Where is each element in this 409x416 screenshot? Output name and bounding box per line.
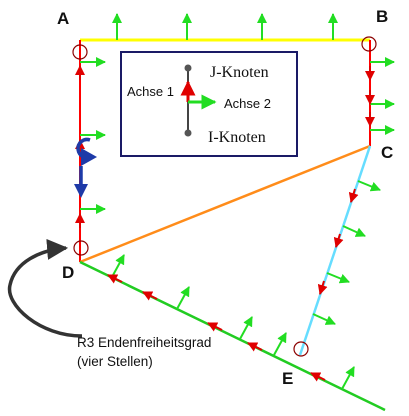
release-circles [72, 36, 377, 357]
legend-j-node-dot [184, 64, 192, 72]
node-label-d: D [62, 263, 74, 282]
release-circle-b [361, 36, 377, 52]
axis2-arrows-ab [112, 13, 338, 40]
axis1-arrows-ce [317, 188, 359, 295]
axis2-arrows-bc [370, 57, 395, 135]
legend-i-node-dot [184, 129, 192, 137]
release-circle-d [73, 240, 89, 256]
legend-axis2-label: Achse 2 [224, 96, 271, 111]
annotation-curved-arrow [7, 238, 83, 338]
node-label-e: E [282, 369, 293, 388]
annotation-line-1: R3 Endenfreiheitsgrad [77, 335, 211, 350]
moment-icon [74, 137, 97, 198]
release-circle-a [72, 44, 88, 60]
member-c-d [79, 144, 371, 264]
annotation-line-2: (vier Stellen) [77, 354, 153, 369]
axis2-arrows-ad [80, 57, 106, 214]
node-label-b: B [376, 7, 388, 26]
legend-axis1-label: Achse 1 [127, 84, 174, 99]
node-label-c: C [381, 143, 393, 162]
legend-box: J-Knoten I-Knoten Achse 1 Achse 2 [120, 51, 298, 157]
node-label-a: A [57, 9, 69, 28]
legend-j-node-label: J-Knoten [210, 64, 269, 81]
member-d-e [79, 260, 386, 412]
axis1-arrows-de [107, 274, 326, 382]
axis2-arrows-ce [312, 180, 381, 325]
release-circle-e [293, 341, 309, 357]
axis2-arrows-de [111, 254, 355, 390]
legend-i-node-label: I-Knoten [208, 129, 266, 146]
